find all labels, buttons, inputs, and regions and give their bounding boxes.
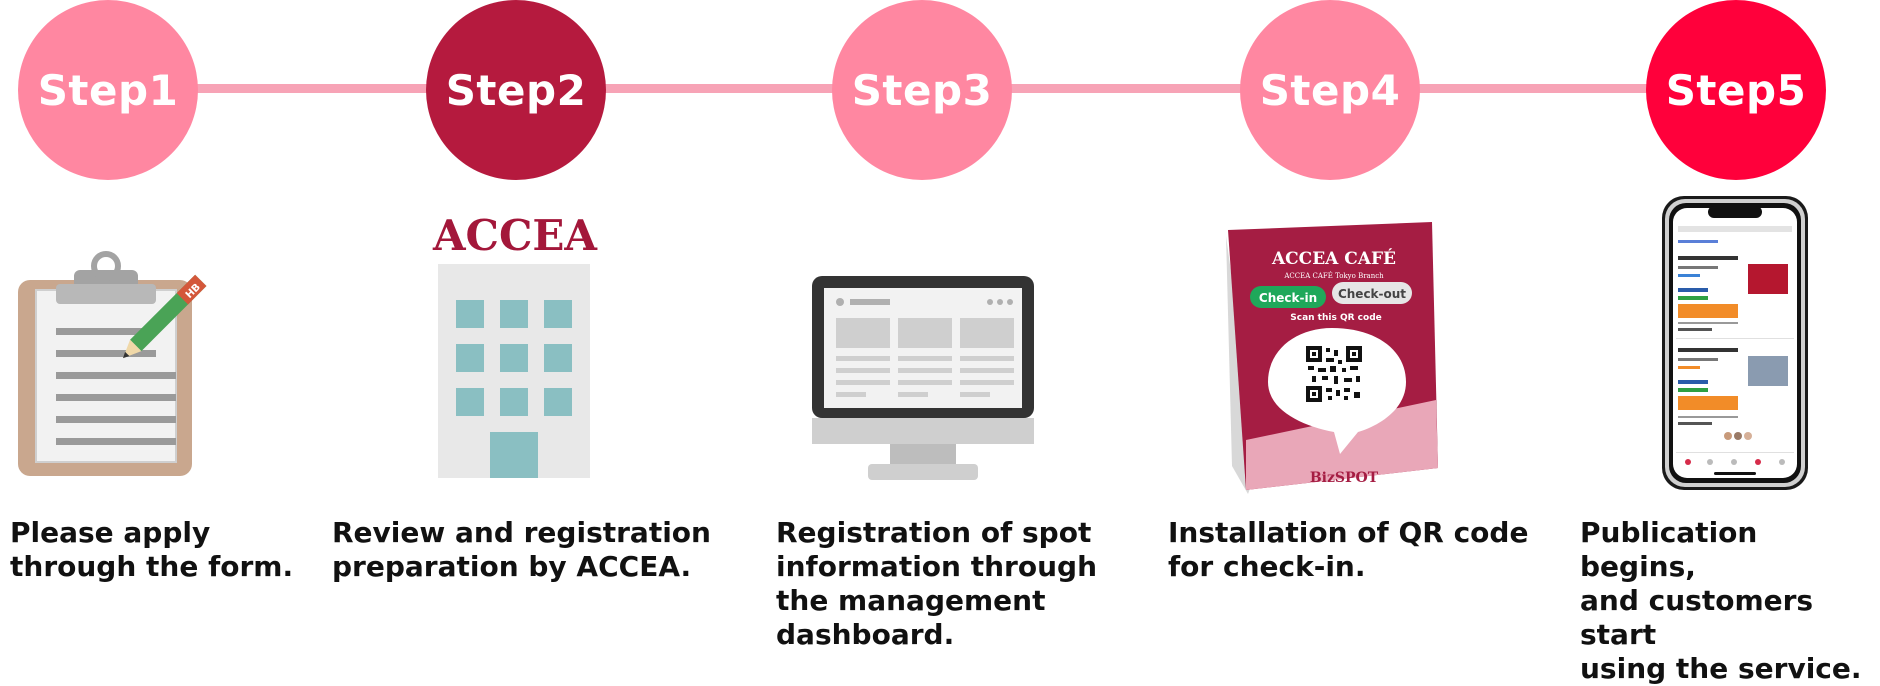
step1-description: Please apply through the form. (10, 516, 294, 583)
checkout-badge: Check-out (1332, 282, 1412, 304)
accea-logo-text: ACCEA (432, 216, 598, 260)
smartphone-icon (1662, 196, 1808, 490)
pop-footer-logo: BizSPOT (1310, 470, 1379, 486)
step3-label: Step3 (851, 65, 993, 115)
pop-branch: ACCEA CAFÉ Tokyo Branch (1283, 271, 1384, 280)
checkout-label: Check-out (1338, 287, 1406, 301)
step3-description: Registration of spot information through… (776, 516, 1098, 651)
scan-instruction: Scan this QR code (1290, 313, 1382, 323)
building-icon: ACCEA (432, 216, 598, 478)
step2-label: Step2 (445, 65, 587, 115)
connector-line-3 (1010, 84, 1248, 93)
step3-circle: Step3 (832, 0, 1012, 180)
app-list-item (1678, 256, 1788, 331)
pop-brand: ACCEA CAFÉ (1271, 248, 1396, 269)
qr-pop-stand-icon: ACCEA CAFÉ ACCEA CAFÉ Tokyo Branch Check… (1226, 222, 1438, 494)
step2-description: Review and registration preparation by A… (332, 516, 711, 583)
app-list-item (1678, 348, 1788, 440)
step4-circle: Step4 (1240, 0, 1420, 180)
step1-circle: Step1 (18, 0, 198, 180)
step5-description: Publication begins, and customers start … (1580, 516, 1862, 685)
checkin-badge: Check-in (1250, 286, 1326, 308)
checkin-label: Check-in (1259, 291, 1317, 305)
step5-circle: Step5 (1646, 0, 1826, 180)
step4-description: Installation of QR code for check-in. (1168, 516, 1529, 583)
qr-code (1306, 346, 1362, 402)
step2-circle: Step2 (426, 0, 606, 180)
step5-label: Step5 (1665, 65, 1807, 115)
connector-line-1 (196, 84, 428, 93)
connector-line-4 (1418, 84, 1650, 93)
connector-line-2 (602, 84, 840, 93)
step1-label: Step1 (37, 65, 179, 115)
pencil-icon: HB (122, 274, 207, 359)
step4-label: Step4 (1259, 65, 1401, 115)
monitor-icon (812, 276, 1034, 480)
clipboard-icon: HB (18, 251, 207, 476)
